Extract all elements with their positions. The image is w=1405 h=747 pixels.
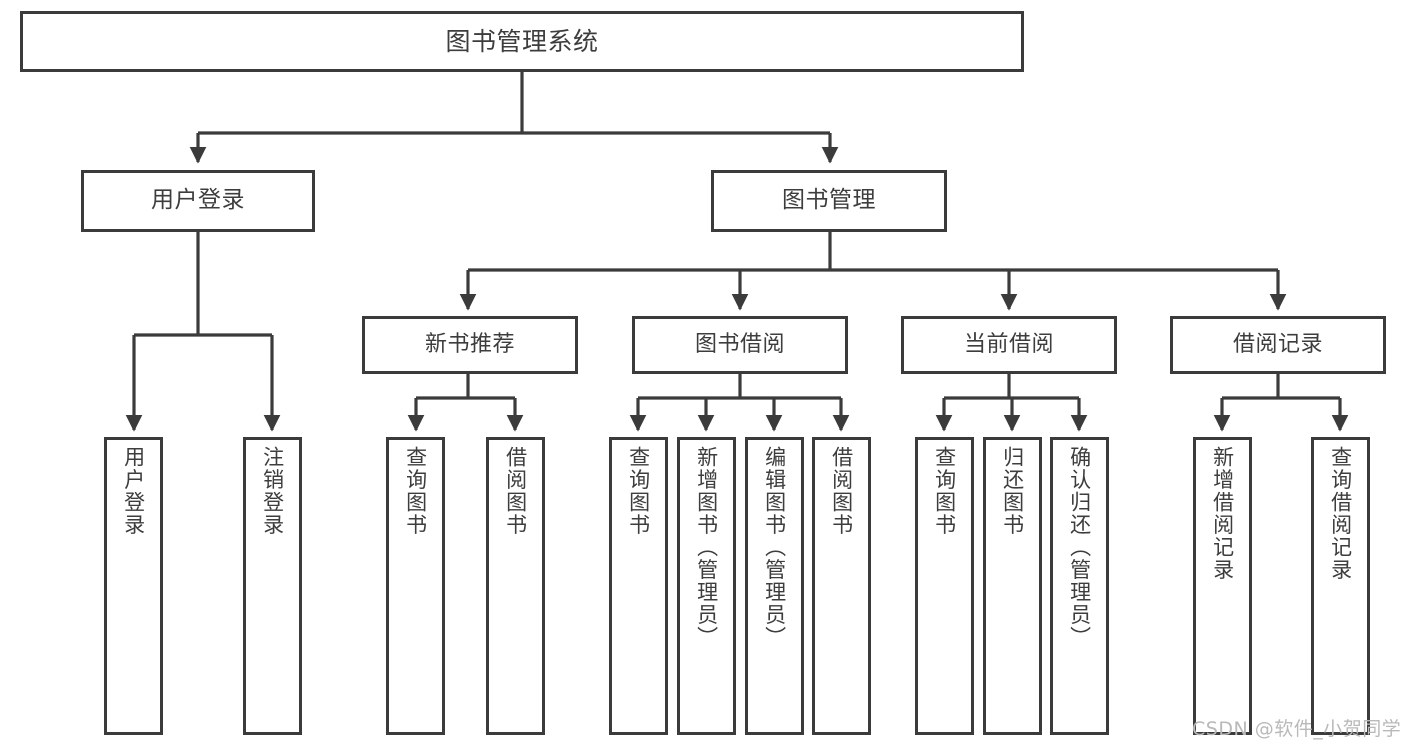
node-label: 新增图书（管理员） xyxy=(694,446,719,649)
node-label: 查询图书 xyxy=(932,446,957,536)
node-label: 编辑图书（管理员） xyxy=(762,446,787,649)
leaf-borrow-add-book-admin[interactable]: 新增图书（管理员） xyxy=(677,437,736,735)
leaf-borrow-edit-book-admin[interactable]: 编辑图书（管理员） xyxy=(745,437,804,735)
node-user-login[interactable]: 用户登录 xyxy=(81,170,315,232)
node-label: 归还图书 xyxy=(1000,446,1025,536)
node-label: 用户登录 xyxy=(121,446,146,536)
leaf-records-add-record[interactable]: 新增借阅记录 xyxy=(1193,437,1252,735)
node-label: 当前借阅 xyxy=(963,332,1054,358)
node-label: 图书管理 xyxy=(782,187,876,214)
leaf-current-return-book[interactable]: 归还图书 xyxy=(983,437,1042,735)
node-label: 确认归还（管理员） xyxy=(1067,446,1092,649)
node-label: 新增借阅记录 xyxy=(1210,446,1235,581)
node-new-book-recommend[interactable]: 新书推荐 xyxy=(362,316,578,374)
node-book-borrow[interactable]: 图书借阅 xyxy=(632,316,848,374)
leaf-current-query-book[interactable]: 查询图书 xyxy=(915,437,974,735)
node-label: 用户登录 xyxy=(151,187,245,214)
node-borrow-records[interactable]: 借阅记录 xyxy=(1170,316,1386,374)
node-label: 新书推荐 xyxy=(424,332,515,358)
node-label: 查询图书 xyxy=(403,446,428,536)
leaf-recommend-borrow-book[interactable]: 借阅图书 xyxy=(486,437,545,735)
node-label: 借阅图书 xyxy=(503,446,528,536)
leaf-current-confirm-return-admin[interactable]: 确认归还（管理员） xyxy=(1050,437,1109,735)
node-label: 查询图书 xyxy=(626,446,651,536)
csdn-watermark: CSDN @软件_小贺同学 xyxy=(1192,718,1402,740)
node-label: 借阅记录 xyxy=(1232,332,1323,358)
node-label: 借阅图书 xyxy=(829,446,854,536)
node-book-management[interactable]: 图书管理 xyxy=(711,170,947,232)
leaf-records-query-record[interactable]: 查询借阅记录 xyxy=(1311,437,1370,735)
leaf-recommend-query-book[interactable]: 查询图书 xyxy=(386,437,445,735)
node-label: 注销登录 xyxy=(260,446,285,536)
leaf-user-login-signout[interactable]: 注销登录 xyxy=(243,437,302,735)
node-label: 图书借阅 xyxy=(694,332,785,358)
leaf-user-login-signin[interactable]: 用户登录 xyxy=(104,437,163,735)
leaf-borrow-query-book[interactable]: 查询图书 xyxy=(609,437,668,735)
node-root-system[interactable]: 图书管理系统 xyxy=(20,11,1024,72)
leaf-borrow-borrow-book[interactable]: 借阅图书 xyxy=(812,437,871,735)
node-current-borrow[interactable]: 当前借阅 xyxy=(901,316,1117,374)
node-label: 图书管理系统 xyxy=(445,26,599,56)
node-label: 查询借阅记录 xyxy=(1328,446,1353,581)
